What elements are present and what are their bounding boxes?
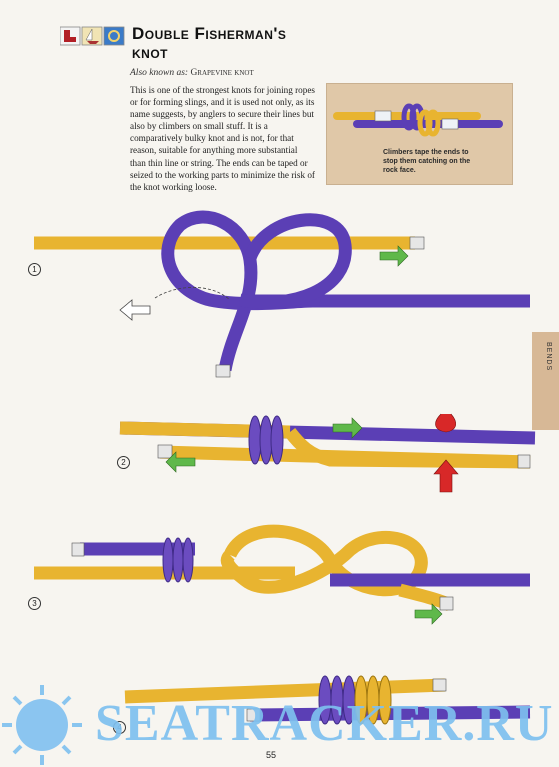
description-text: This is one of the strongest knots for j… xyxy=(130,85,316,192)
green-arrow-right-icon xyxy=(379,245,409,267)
step-number-1: 1 xyxy=(28,263,41,276)
sun-icon xyxy=(2,685,82,765)
step-3-diagram xyxy=(34,524,530,625)
step-4-diagram xyxy=(124,675,531,725)
step-number-3: 3 xyxy=(28,597,41,610)
page-title: Double Fisherman's knot xyxy=(132,24,287,62)
green-arrow-right-icon xyxy=(414,603,443,625)
category-icons xyxy=(60,26,125,46)
sailboat-icon xyxy=(81,26,103,46)
aka-prefix: Also known as: xyxy=(130,68,191,78)
watermark: SEATRACKER.RU xyxy=(95,695,554,752)
page-number: 55 xyxy=(266,750,277,760)
also-known-as: Also known as: Grapevine knot xyxy=(130,68,254,78)
tip-caption: Climbers tape the ends to stop them catc… xyxy=(383,149,471,174)
step-number-4: 4 xyxy=(113,721,126,734)
taped-knot-illustration xyxy=(333,103,503,137)
tip-box xyxy=(326,83,513,185)
section-tab xyxy=(532,332,559,430)
aka-name: Grapevine knot xyxy=(190,68,254,78)
step-2-diagram xyxy=(119,413,536,493)
boot-icon xyxy=(60,26,81,46)
green-arrow-right-icon xyxy=(332,417,363,439)
section-tab-label: BENDS xyxy=(545,342,552,372)
outline-arrow-left-icon xyxy=(119,299,151,321)
step-number-2: 2 xyxy=(117,456,130,469)
rope-loop-icon xyxy=(103,26,125,46)
step-1-diagram xyxy=(34,210,530,378)
green-arrow-left-icon xyxy=(165,451,196,473)
red-arrow-up-icon xyxy=(433,459,459,493)
